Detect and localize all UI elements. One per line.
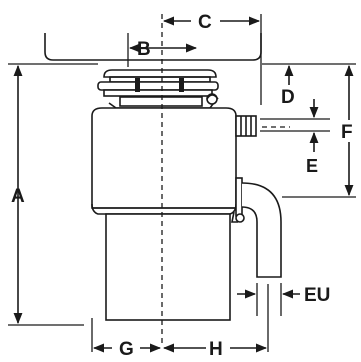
label-g: G [119,339,134,357]
discharge-elbow [231,177,282,278]
sink-bowl [44,33,262,61]
label-b: B [137,39,151,60]
label-e: E [306,156,318,176]
label-eu: EU [304,285,330,306]
dishwasher-inlet [235,115,257,137]
mounting-flange [97,69,219,109]
label-f: F [341,122,353,143]
extension-lines [8,14,356,352]
label-h: H [209,339,223,357]
motor-housing [91,107,237,215]
label-c: C [198,12,212,33]
lower-body [105,213,231,321]
label-a: A [11,186,25,207]
label-d: D [281,87,295,108]
